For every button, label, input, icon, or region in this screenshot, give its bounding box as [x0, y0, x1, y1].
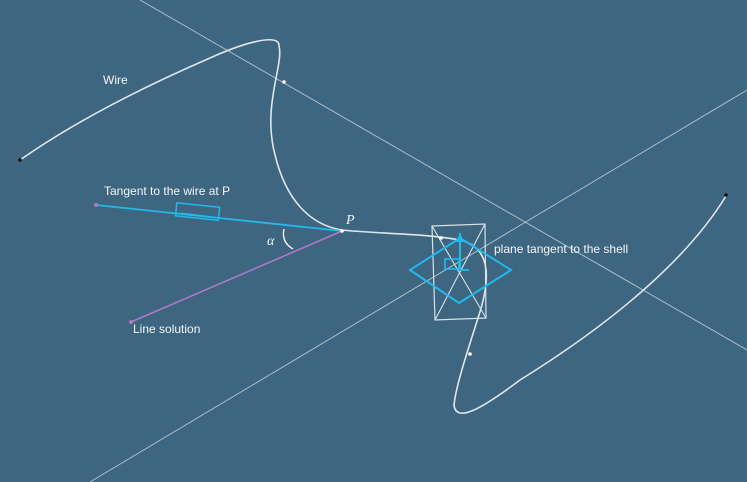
- shell-plane-diagonal-a: [431, 225, 487, 319]
- point-p-label: P: [345, 213, 355, 228]
- guide-line-upper: [139, 0, 747, 351]
- wire-curve: [19, 39, 727, 415]
- shell-contact-point: [439, 236, 443, 240]
- tangent-label: Tangent to the wire at P: [104, 184, 230, 198]
- tangent-direction-marker: [174, 202, 221, 222]
- wire-end-point: [724, 193, 728, 197]
- normal-axis-arrowhead: [456, 233, 464, 242]
- line-solution: [130, 230, 343, 323]
- tangent-end-point: [94, 203, 98, 207]
- point-p-marker: [340, 229, 344, 233]
- wire-control-point-upper: [282, 80, 286, 84]
- line-solution-label: Line solution: [133, 322, 200, 336]
- line-solution-end-point: [129, 320, 133, 324]
- plane-tangent-label: plane tangent to the shell: [494, 242, 628, 256]
- plane-tangent-diamond: [408, 236, 513, 305]
- wire-label: Wire: [103, 73, 128, 87]
- guide-line-lower: [89, 89, 747, 482]
- angle-label: α: [267, 234, 275, 249]
- plane-tangent-frame-marker: [444, 258, 460, 270]
- wire-control-point-lower: [468, 352, 472, 356]
- angle-arc: [282, 228, 294, 250]
- wire-start-point: [18, 158, 22, 162]
- tangent-direction-marker-tick: [180, 212, 215, 218]
- shell-plane-diagonal-b: [434, 223, 486, 321]
